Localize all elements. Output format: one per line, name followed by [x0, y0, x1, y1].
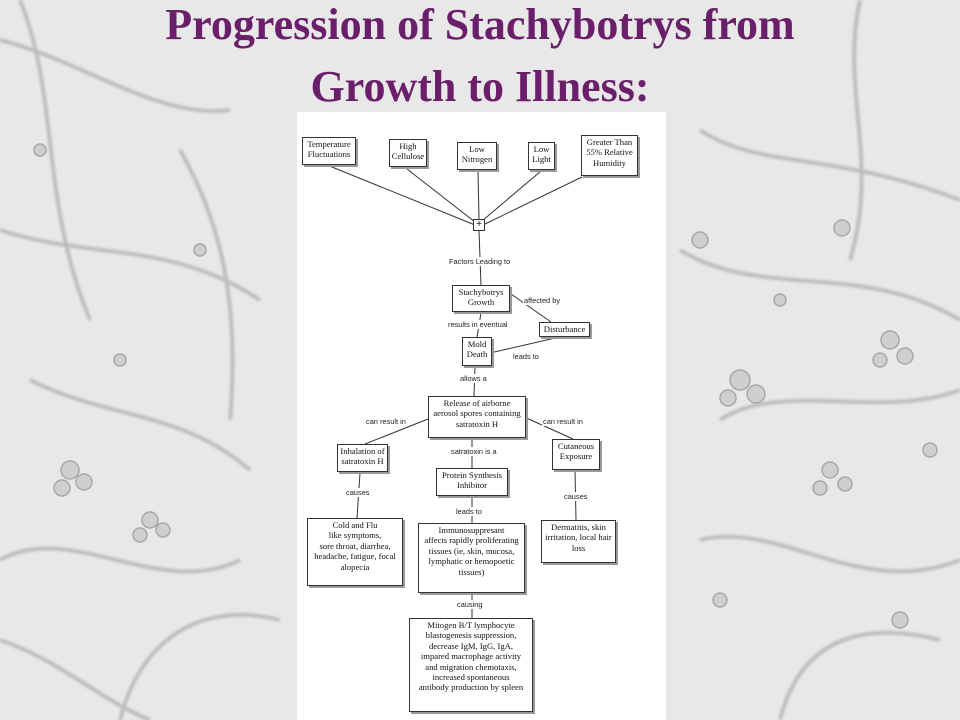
- label-affected-by: affected by: [523, 296, 562, 305]
- connector-humidity: [484, 176, 583, 225]
- slide-title-line-1: Progression of Stachybotrys from: [165, 0, 795, 49]
- node-mold-death: Mold Death: [462, 337, 492, 366]
- node-high-cellulose: High Cellulose: [389, 139, 427, 167]
- node-immunosuppresant: Immunosuppresant affects rapidly prolife…: [418, 523, 525, 593]
- node-cold-flu-symptoms: Cold and Flu like symptoms, sore throat,…: [307, 518, 403, 586]
- node-cutaneous-exposure: Cutaneous Exposure: [552, 439, 600, 470]
- label-factors-leading-to: Factors Leading to: [448, 257, 512, 266]
- connector-nitrogen: [477, 170, 480, 220]
- label-can-result-in-left: can result in: [365, 417, 407, 426]
- node-low-nitrogen: Low Nitrogen: [457, 142, 497, 170]
- connector-disturbance-growth: [510, 293, 552, 323]
- label-can-result-in-right: can result in: [542, 417, 584, 426]
- node-release-spores: Release of airborne aerosol spores conta…: [428, 396, 526, 438]
- concept-map-panel: + Temperature Fluctuations High Cellulos…: [297, 112, 666, 720]
- connector-light: [481, 170, 542, 222]
- label-causes-left: causes: [345, 488, 371, 497]
- node-temperature-fluctuations: Temperature Fluctuations: [302, 137, 356, 165]
- connector-disturbance-death: [489, 335, 565, 354]
- node-protein-synthesis-inhibitor: Protein Synthesis Inhibitor: [436, 468, 508, 496]
- label-leads-to-immuno: leads to: [455, 507, 483, 516]
- label-results-in-eventual: results in eventual: [447, 320, 509, 329]
- node-stachybotrys-growth: Stachybotrys Growth: [452, 285, 510, 312]
- node-dermatitis: Dermatitis, skin irritation, local hair …: [541, 520, 616, 563]
- label-allows-a: allows a: [459, 374, 488, 383]
- connector-cellulose: [406, 168, 476, 223]
- slide-title-line-2: Growth to Illness:: [310, 62, 650, 111]
- connector-release-cutaneous: [521, 415, 574, 440]
- node-disturbance: Disturbance: [539, 322, 590, 337]
- label-causes-right: causes: [563, 492, 589, 501]
- node-inhalation: Inhalation of satratoxin H: [337, 444, 388, 472]
- label-causing: causing: [456, 600, 484, 609]
- node-low-light: Low Light: [528, 142, 555, 170]
- junction-node: +: [473, 219, 485, 231]
- label-satratoxin-is-a: satratoxin is a: [450, 447, 498, 456]
- connector-temperature: [326, 164, 476, 226]
- connector-release-inhalation: [364, 418, 429, 445]
- node-mitogen-suppression: Mitogen B/T lymphocyte blastogenesis sup…: [409, 618, 533, 712]
- label-leads-to-death: leads to: [512, 352, 540, 361]
- node-relative-humidity: Greater Than 55% Relative Humidity: [581, 135, 638, 176]
